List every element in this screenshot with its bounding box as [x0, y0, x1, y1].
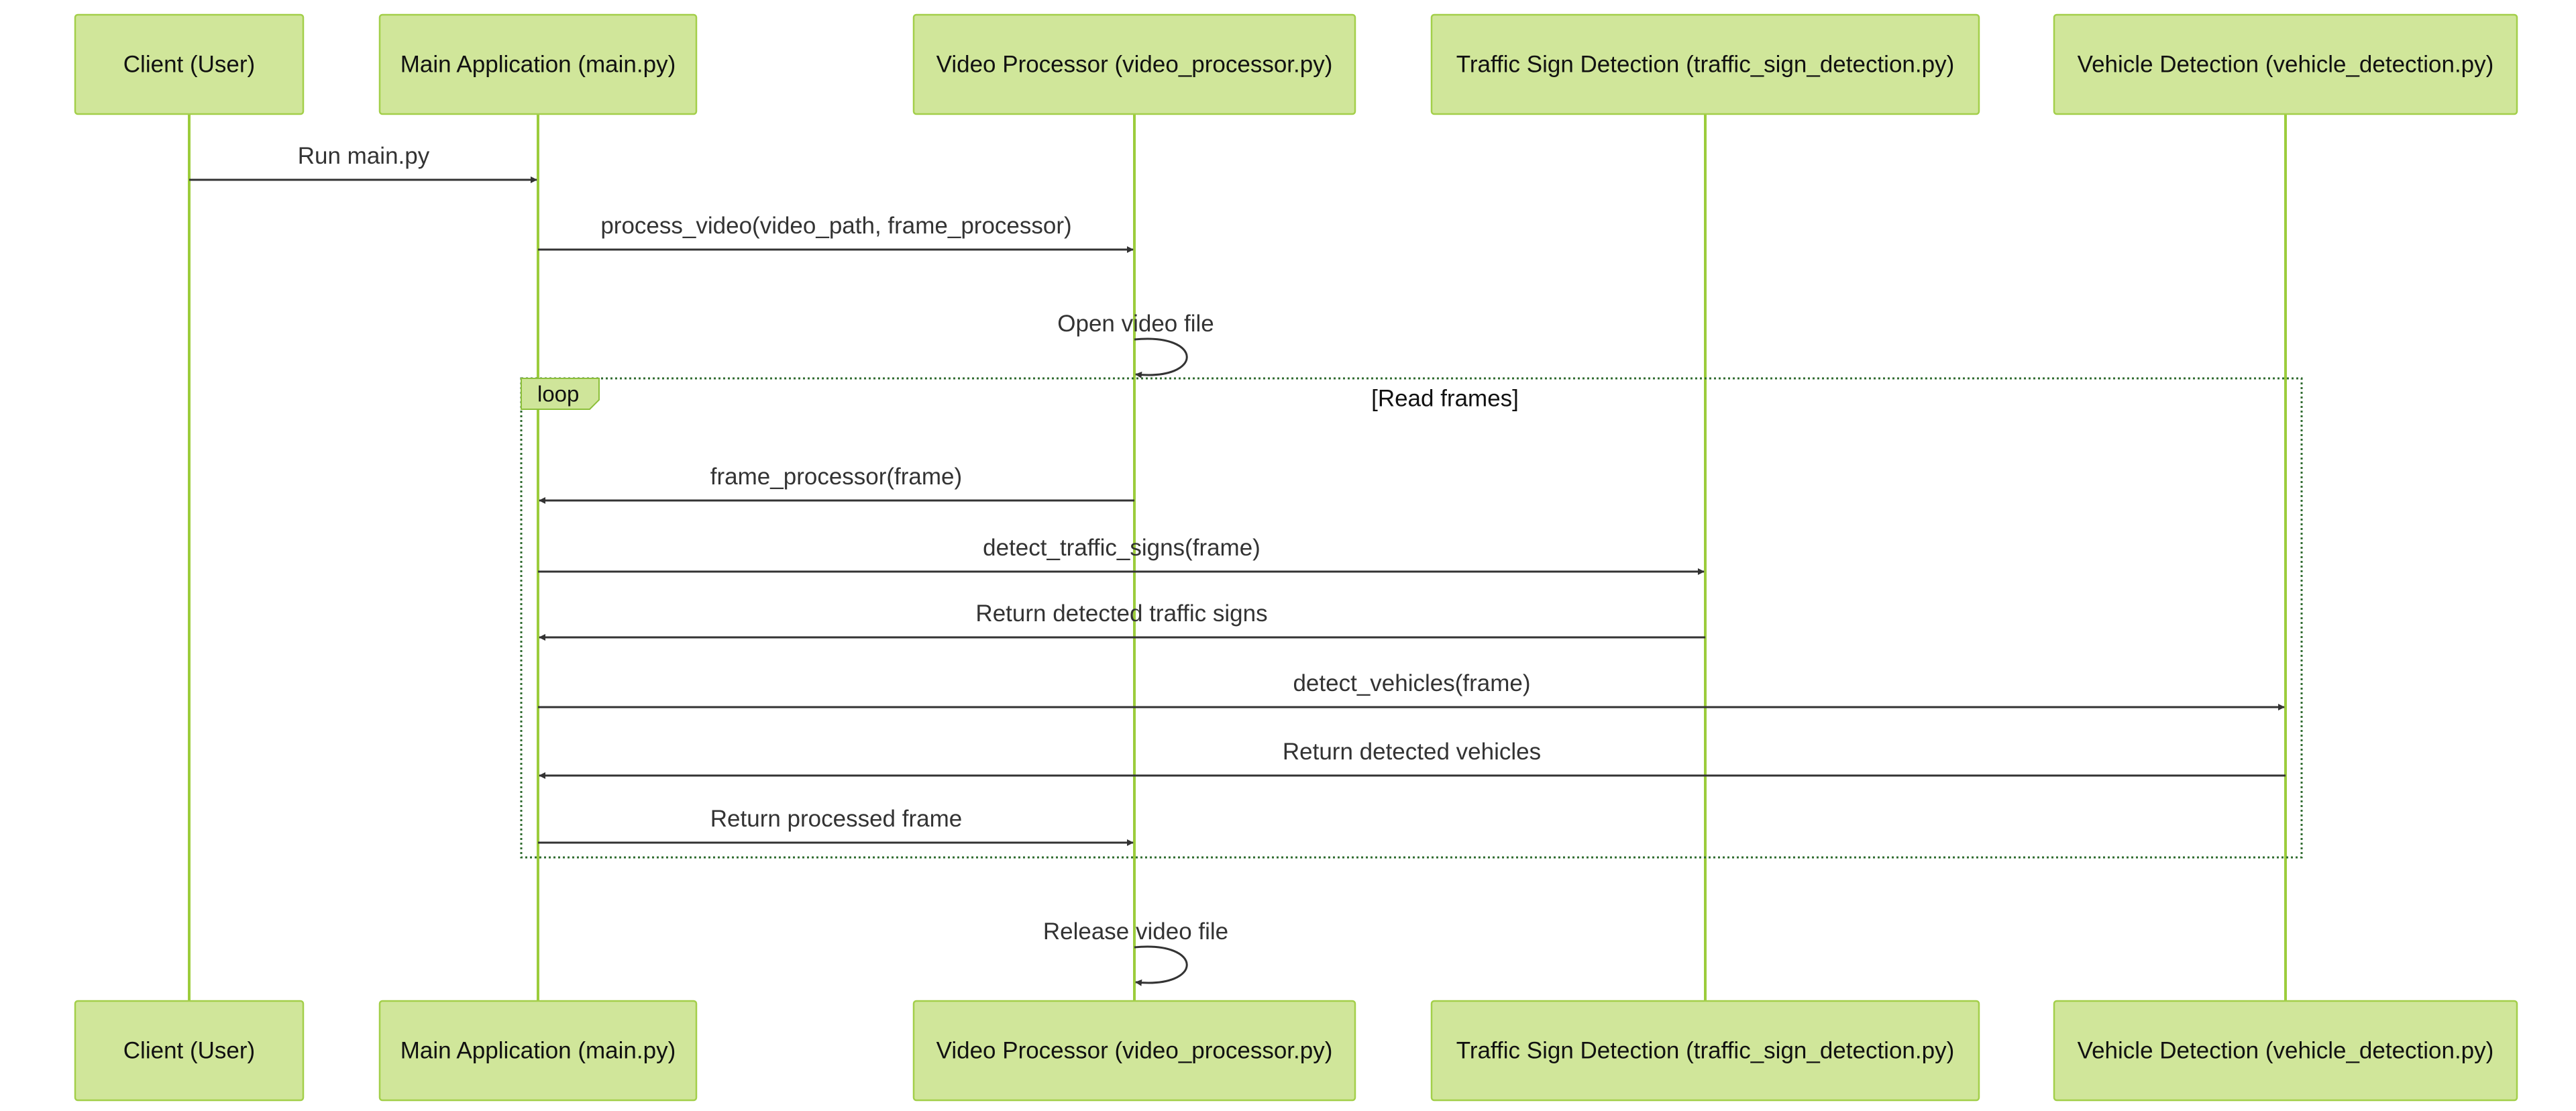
- message-label: detect_traffic_signs(frame): [983, 535, 1260, 561]
- participant-box: [1430, 13, 1980, 115]
- message-frame-processor-frame: frame_processor(frame): [539, 464, 1134, 504]
- participant-bottom-vehicle: Vehicle Detection (vehicle_detection.py): [2053, 1000, 2518, 1102]
- participant-box: [378, 1000, 698, 1102]
- participant-box: [378, 13, 698, 115]
- message-label: Return processed frame: [710, 806, 962, 832]
- message-detect-traffic-signs-frame: detect_traffic_signs(frame): [538, 535, 1705, 575]
- participant-label: Client (User): [123, 52, 255, 78]
- loop-fragment: loop [Read frames]: [520, 377, 2303, 859]
- message-run-main-py: Run main.py: [189, 143, 537, 183]
- loop-frame-border: [520, 377, 2303, 859]
- participant-top-traffic: Traffic Sign Detection (traffic_sign_det…: [1430, 13, 1980, 115]
- participant-box: [912, 1000, 1356, 1102]
- message-detect-vehicles-frame: detect_vehicles(frame): [538, 670, 2285, 710]
- participant-box: [2053, 13, 2518, 115]
- message-open-video-file: Open video file: [1057, 311, 1214, 378]
- self-message-arrow: [1134, 337, 1188, 378]
- message-process-video-video-path-frame-processor: process_video(video_path, frame_processo…: [538, 213, 1134, 253]
- message-label: Return detected vehicles: [1283, 739, 1541, 765]
- loop-frame-layer: loop [Read frames]: [520, 377, 2303, 859]
- participant-bottom-client: Client (User): [74, 1000, 305, 1102]
- message-label: detect_vehicles(frame): [1293, 670, 1530, 696]
- message-return-processed-frame: Return processed frame: [538, 806, 1134, 846]
- participant-label: Main Application (main.py): [400, 52, 676, 78]
- participant-bottom-traffic: Traffic Sign Detection (traffic_sign_det…: [1430, 1000, 1980, 1102]
- participant-box: [2053, 1000, 2518, 1102]
- message-label: Open video file: [1057, 311, 1214, 337]
- participant-label: Vehicle Detection (vehicle_detection.py): [2078, 1038, 2494, 1064]
- loop-keyword: loop: [537, 382, 579, 407]
- participant-label: Video Processor (video_processor.py): [936, 52, 1333, 78]
- participant-box: [74, 1000, 305, 1102]
- message-label: frame_processor(frame): [710, 464, 962, 490]
- participant-box: [1430, 1000, 1980, 1102]
- message-label: process_video(video_path, frame_processo…: [600, 213, 1071, 239]
- messages-layer: Run main.py process_video(video_path, fra…: [189, 143, 2286, 986]
- participant-label: Vehicle Detection (vehicle_detection.py): [2078, 52, 2494, 78]
- message-return-detected-vehicles: Return detected vehicles: [539, 739, 2286, 779]
- lifelines-layer: [188, 114, 2287, 1001]
- participants-layer: Client (User) Client (User) Main Applicati…: [74, 13, 2518, 1102]
- participant-top-client: Client (User): [74, 13, 305, 115]
- message-label: Return detected traffic signs: [975, 600, 1267, 627]
- loop-tab: [521, 378, 600, 410]
- participant-box: [74, 13, 305, 115]
- message-release-video-file: Release video file: [1043, 918, 1228, 986]
- self-message-arrow: [1134, 945, 1188, 986]
- message-label: Run main.py: [298, 143, 430, 169]
- participant-top-vehicle: Vehicle Detection (vehicle_detection.py): [2053, 13, 2518, 115]
- message-return-detected-traffic-signs: Return detected traffic signs: [539, 600, 1705, 641]
- participant-label: Video Processor (video_processor.py): [936, 1038, 1333, 1064]
- participant-bottom-main: Main Application (main.py): [378, 1000, 698, 1102]
- message-label: Release video file: [1043, 918, 1228, 945]
- participant-label: Client (User): [123, 1038, 255, 1064]
- participant-label: Main Application (main.py): [400, 1038, 676, 1064]
- participant-label: Traffic Sign Detection (traffic_sign_det…: [1456, 1038, 1955, 1064]
- participant-label: Traffic Sign Detection (traffic_sign_det…: [1456, 52, 1955, 78]
- loop-condition: [Read frames]: [1371, 386, 1519, 412]
- participant-top-video: Video Processor (video_processor.py): [912, 13, 1356, 115]
- participant-box: [912, 13, 1356, 115]
- participant-bottom-video: Video Processor (video_processor.py): [912, 1000, 1356, 1102]
- participant-top-main: Main Application (main.py): [378, 13, 698, 115]
